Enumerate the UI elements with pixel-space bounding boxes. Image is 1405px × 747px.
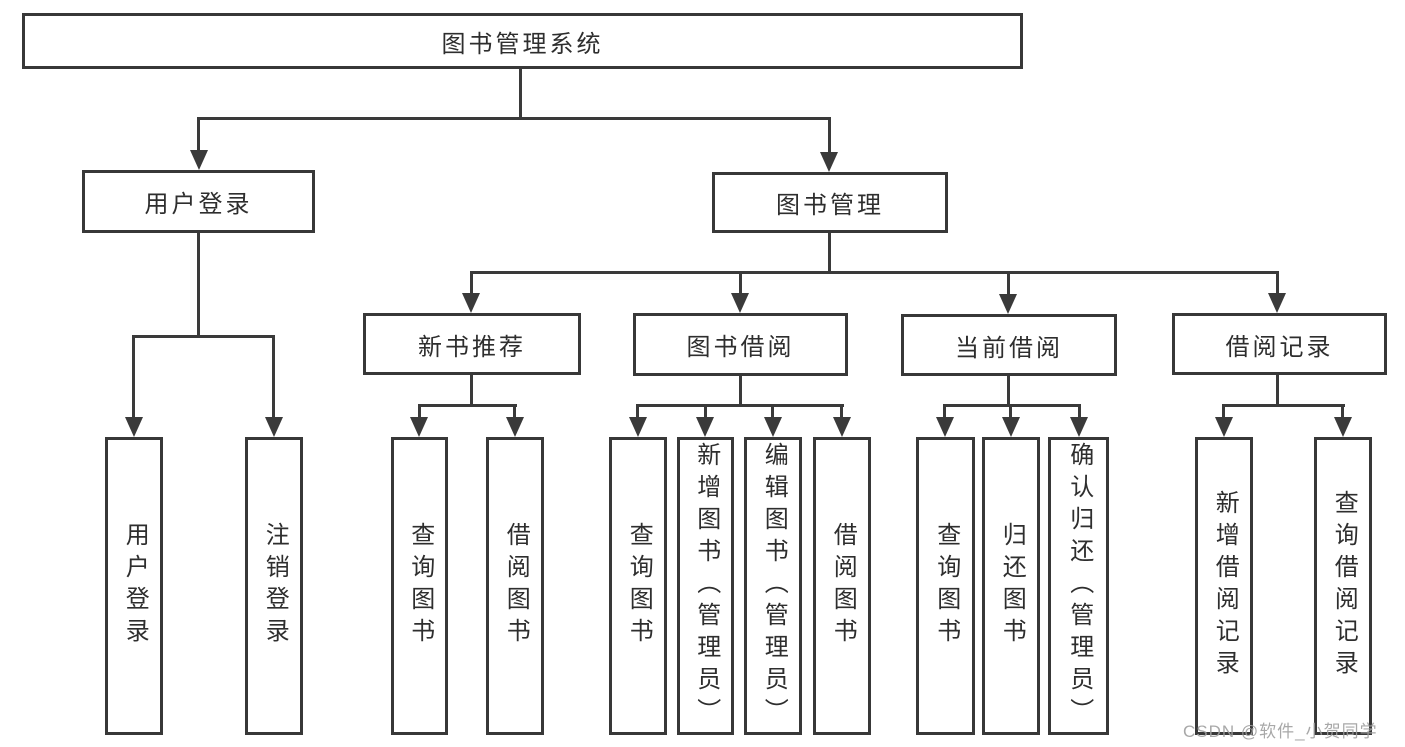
arrowhead-down-icon [936,417,954,437]
connector-drop [470,271,473,299]
node-current-borrowing: 当前借阅 [901,314,1117,376]
leaf-add-borrow-record: 新增借阅记录 [1195,437,1253,735]
leaf-edit-books-admin-label: 编辑图书（管理员） [760,442,788,730]
leaf-query-borrow-record-label: 查询借阅记录 [1330,490,1358,682]
node-root-label: 图书管理系统 [441,30,604,58]
connector-drop [1341,404,1344,420]
connector-drop [828,117,831,159]
leaf-query-books-borrowing-label: 查询图书 [625,522,653,650]
leaf-return-books-label: 归还图书 [998,522,1026,650]
node-root: 图书管理系统 [22,13,1023,69]
arrowhead-down-icon [1334,417,1352,437]
leaf-logout: 注销登录 [245,437,303,735]
node-book-borrowing-label: 图书借阅 [686,334,795,361]
arrowhead-down-icon [462,293,480,313]
arrowhead-down-icon [190,150,208,170]
connector-stem [739,373,742,406]
connector-drop [197,117,200,157]
connector-drop [840,404,843,420]
arrowhead-down-icon [820,152,838,172]
arrowhead-down-icon [265,417,283,437]
connector-stem [470,373,473,406]
node-user-login-label: 用户登录 [144,191,253,218]
arrowhead-down-icon [1002,417,1020,437]
arrowhead-down-icon [125,417,143,437]
connector-root-stem [519,67,522,119]
leaf-return-books: 归还图书 [982,437,1040,735]
leaf-query-books-newbooks: 查询图书 [391,437,448,735]
connector-stem [1007,374,1010,406]
connector-branch [470,271,1278,274]
connector-drop [513,404,516,420]
connector-branch [418,404,517,407]
leaf-user-login-label: 用户登录 [121,522,149,650]
node-current-borrowing-label: 当前借阅 [955,334,1063,362]
arrowhead-down-icon [731,293,749,313]
leaf-query-books-current: 查询图书 [916,437,975,735]
node-borrowing-records-label: 借阅记录 [1225,333,1334,361]
connector-drop [1222,404,1225,420]
arrowhead-down-icon [764,417,782,437]
connector-drop [771,404,774,420]
leaf-query-books-current-label: 查询图书 [932,522,960,650]
connector-drop [739,271,742,299]
connector-drop [704,404,707,420]
node-new-book-recommend: 新书推荐 [363,313,581,375]
connector-branch [132,335,275,338]
connector-root-branch [197,117,831,120]
leaf-borrow-books-label: 借阅图书 [829,522,857,650]
leaf-borrow-books-newbooks: 借阅图书 [486,437,544,735]
connector-branch [943,404,1081,407]
arrowhead-down-icon [506,417,524,437]
arrowhead-down-icon [696,417,714,437]
node-book-borrowing: 图书借阅 [633,313,848,376]
leaf-query-books-newbooks-label: 查询图书 [406,522,434,650]
connector-branch [636,404,844,407]
arrowhead-down-icon [833,417,851,437]
connector-drop [636,404,639,420]
connector-drop [132,335,135,423]
leaf-borrow-books-newbooks-label: 借阅图书 [502,522,530,650]
connector-drop [1009,404,1012,420]
node-book-management-label: 图书管理 [776,192,884,219]
csdn-watermark: CSDN @软件_小贺同学 [1183,722,1378,741]
connector-drop [272,335,275,423]
leaf-add-books-admin-label: 新增图书（管理员） [692,442,720,730]
leaf-confirm-return-admin-label: 确认归还（管理员） [1065,442,1093,730]
leaf-logout-label: 注销登录 [261,522,289,650]
node-borrowing-records: 借阅记录 [1172,313,1387,375]
node-user-login: 用户登录 [82,170,315,233]
arrowhead-down-icon [629,417,647,437]
node-new-book-recommend-label: 新书推荐 [418,333,526,361]
connector-drop [1078,404,1081,420]
leaf-add-borrow-record-label: 新增借阅记录 [1211,490,1239,682]
leaf-query-books-borrowing: 查询图书 [609,437,667,735]
connector-branch [1222,404,1345,407]
arrowhead-down-icon [1268,293,1286,313]
leaf-borrow-books: 借阅图书 [813,437,871,735]
arrowhead-down-icon [999,294,1017,314]
leaf-add-books-admin: 新增图书（管理员） [677,437,734,735]
node-book-management: 图书管理 [712,172,948,233]
connector-drop [1276,271,1279,299]
leaf-confirm-return-admin: 确认归还（管理员） [1048,437,1109,735]
connector-drop [418,404,421,420]
leaf-user-login: 用户登录 [105,437,163,735]
arrowhead-down-icon [1070,417,1088,437]
connector-stem [828,231,831,274]
leaf-query-borrow-record: 查询借阅记录 [1314,437,1372,735]
connector-stem [1276,373,1279,406]
arrowhead-down-icon [410,417,428,437]
connector-stem [197,231,200,337]
leaf-edit-books-admin: 编辑图书（管理员） [744,437,802,735]
connector-drop [1007,271,1010,300]
connector-drop [943,404,946,420]
arrowhead-down-icon [1215,417,1233,437]
